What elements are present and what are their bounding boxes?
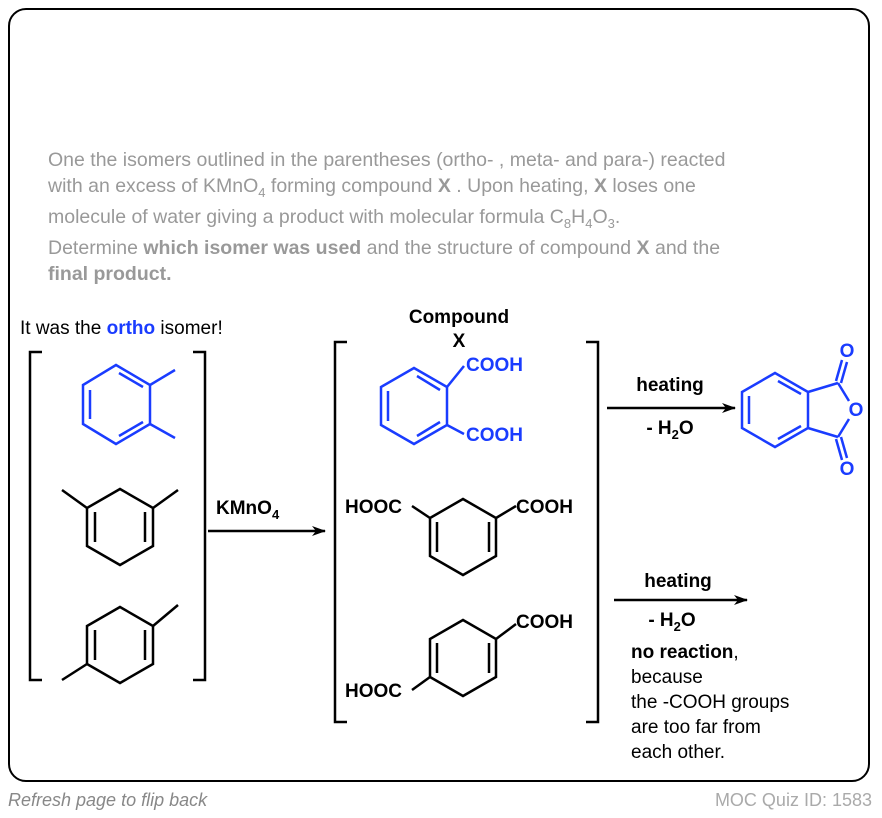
- cooh-group: COOH: [516, 612, 573, 633]
- compound-x-label: X: [453, 331, 466, 352]
- middle-bracket-close: [586, 340, 600, 724]
- left-bracket-close: [193, 350, 207, 682]
- compound-label: Compound: [409, 307, 509, 328]
- flashcard[interactable]: [8, 8, 870, 782]
- heating-label: heating: [644, 571, 712, 592]
- hooc-group: HOOC: [345, 681, 402, 702]
- cooh-group: COOH: [466, 425, 523, 446]
- svg-text:no reaction,: no reaction,: [631, 642, 739, 663]
- phthalic-acid: [379, 365, 465, 446]
- cooh-group: COOH: [516, 497, 573, 518]
- para-xylene: [61, 604, 179, 685]
- quiz-id: MOC Quiz ID: 1583: [714, 790, 872, 810]
- svg-text:the -COOH groups: the -COOH groups: [631, 692, 789, 713]
- isophthalic-acid: [411, 497, 517, 577]
- no-reaction-explanation: no reaction, because the -COOH groups ar…: [631, 642, 789, 763]
- heating-label: heating: [636, 375, 704, 396]
- terephthalic-acid: [411, 618, 517, 698]
- hooc-group: HOOC: [345, 497, 402, 518]
- cooh-group: COOH: [466, 355, 523, 376]
- svg-text:because: because: [631, 667, 703, 688]
- question-text: One the isomers outlined in the parenthe…: [48, 149, 726, 285]
- carbonyl-oxygen: O: [840, 341, 855, 362]
- meta-xylene: [61, 487, 179, 567]
- left-bracket-open: [28, 350, 42, 682]
- carbonyl-oxygen: O: [840, 459, 855, 480]
- ortho-xylene: [81, 363, 176, 446]
- minus-water-label: - H2O: [648, 610, 695, 634]
- phthalic-anhydride: [740, 359, 851, 461]
- ring-oxygen: O: [849, 400, 864, 421]
- middle-bracket-open: [333, 340, 347, 724]
- reagent-label: KMnO4: [216, 498, 280, 522]
- svg-text:each other.: each other.: [631, 742, 725, 763]
- minus-water-label: - H2O: [646, 418, 693, 442]
- refresh-hint: Refresh page to flip back: [8, 790, 208, 810]
- answer-text: It was the ortho isomer!: [20, 318, 223, 339]
- svg-text:are too far from: are too far from: [631, 717, 761, 738]
